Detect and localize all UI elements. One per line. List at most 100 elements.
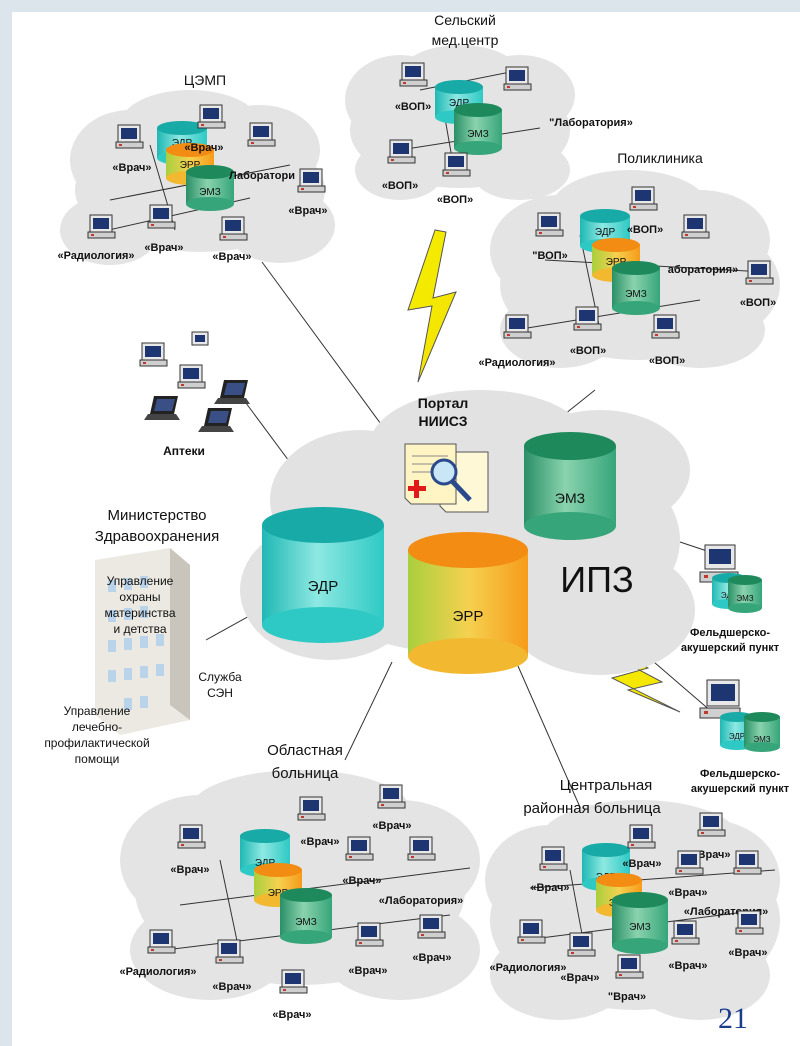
- pc-label: «ВОП»: [627, 224, 663, 236]
- pc-icon: [297, 796, 326, 821]
- document-search-icon: [404, 443, 489, 513]
- pc-label: «Врач»: [184, 142, 223, 154]
- pc-icon: [279, 969, 308, 994]
- fap-2: ЭДР ЭМЗ Фельдшерско- акушерский пункт: [691, 679, 790, 795]
- svg-text:охраны: охраны: [119, 590, 160, 604]
- pharmacies: Аптеки: [139, 331, 250, 458]
- svg-text:профилактической: профилактической: [44, 736, 149, 750]
- pc-icon: [675, 850, 704, 875]
- pc-icon: [573, 306, 602, 331]
- cluster-title-2: мед.центр: [432, 32, 499, 48]
- pc-icon: [215, 939, 244, 964]
- pc-label: «ВОП»: [437, 194, 473, 206]
- pc-label: «Врач»: [668, 960, 707, 972]
- pc-label: «Радиология»: [57, 250, 134, 262]
- building-icon: [95, 548, 190, 735]
- pc-icon: [139, 342, 168, 367]
- db-emz: ЭМЗ: [186, 165, 234, 211]
- pc-icon: [733, 850, 762, 875]
- svg-text:ЭМЗ: ЭМЗ: [753, 735, 770, 744]
- db-label: ЭДР: [308, 578, 338, 595]
- pc-icon: [147, 929, 176, 954]
- svg-text:ЭДР: ЭДР: [729, 732, 745, 741]
- laptop-icon: [214, 380, 250, 404]
- pc-icon: [442, 152, 471, 177]
- cluster-title-1: Областная: [267, 742, 343, 759]
- svg-text:ЭРР: ЭРР: [606, 257, 627, 268]
- pc-icon: [407, 836, 436, 861]
- pc-icon: [671, 920, 700, 945]
- pc-label: «Врач»: [728, 947, 767, 959]
- wireless-link-bolt: [407, 229, 457, 383]
- pc-label: "ВОП»: [532, 250, 567, 262]
- pc-icon: [503, 66, 532, 91]
- pc-label: «Радиология»: [119, 966, 196, 978]
- ipz-label: ИПЗ: [560, 559, 634, 600]
- cluster-cemp: ЦЭМП ЭДР ЭРР ЭМЗ «Врач» «Врач» Лаборатор…: [57, 72, 335, 265]
- svg-text:ЭДР: ЭДР: [255, 858, 276, 869]
- db-emz: ЭМЗ: [454, 103, 502, 155]
- pc-icon: [87, 214, 116, 239]
- page-number: 21: [718, 1002, 748, 1035]
- pc-label: Лаборатори: [229, 170, 295, 182]
- pharmacies-label: Аптеки: [163, 444, 205, 458]
- pc-icon: [177, 824, 206, 849]
- svg-text:Служба: Служба: [198, 670, 242, 684]
- db-emz: ЭМЗ: [728, 575, 762, 613]
- pc-label: «Врач»: [622, 858, 661, 870]
- pc-icon: [615, 954, 644, 979]
- fap-1: ЭДР ЭМЗ Фельдшерско- акушерский пункт: [681, 544, 780, 654]
- pc-label: «Врач»: [112, 162, 151, 174]
- ministry-title-2: Здравоохранения: [95, 528, 219, 545]
- svg-text:ЭМЗ: ЭМЗ: [295, 917, 317, 928]
- laptop-icon: [144, 396, 180, 420]
- db-emz: ЭМЗ: [612, 261, 660, 315]
- cluster-title-1: Сельский: [434, 12, 496, 28]
- pc-label: аборатория»: [668, 264, 738, 276]
- pc-label: «Врач»: [668, 887, 707, 899]
- db-label: ЭРР: [453, 608, 484, 625]
- svg-text:Управление: Управление: [64, 704, 131, 718]
- cluster-title-2: районная больница: [523, 800, 661, 817]
- pc-label: «Радиология»: [478, 357, 555, 369]
- pc-label: «ВОП»: [649, 355, 685, 367]
- pc-label: «Врач»: [212, 251, 251, 263]
- pc-icon: [247, 122, 276, 147]
- ministry-title-1: Министерство: [108, 507, 207, 524]
- laptop-icon: [198, 408, 234, 432]
- svg-text:ЭМЗ: ЭМЗ: [736, 594, 753, 603]
- pc-label: «ВОП»: [570, 345, 606, 357]
- pc-icon: [503, 314, 532, 339]
- portal-label-2: НИИСЗ: [419, 413, 468, 429]
- pc-icon: [697, 812, 726, 837]
- pc-label: «ВОП»: [395, 101, 431, 113]
- ministry: Министерство Здравоохранения Управление …: [44, 507, 242, 766]
- svg-text:ЭМЗ: ЭМЗ: [625, 289, 647, 300]
- svg-text:ЭДР: ЭДР: [595, 227, 616, 238]
- cluster-title: ЦЭМП: [184, 72, 226, 88]
- svg-text:материнства: материнства: [104, 606, 175, 620]
- pc-icon: [387, 139, 416, 164]
- cluster-rural: Сельский мед.центр ЭДР ЭМЗ «ВОП» "Лабора…: [345, 12, 633, 206]
- pc-icon: [197, 104, 226, 129]
- pc-icon: [417, 914, 446, 939]
- pc-label: «Радиология»: [489, 962, 566, 974]
- svg-text:лечебно-: лечебно-: [72, 720, 122, 734]
- pc-label: «Врач»: [170, 864, 209, 876]
- cluster-title-2: больница: [272, 765, 339, 782]
- pc-label: «Врач»: [342, 875, 381, 887]
- pc-icon: [735, 910, 764, 935]
- cluster-regional: Областная больница ЭДР ЭРР ЭМЗ «Врач» «В…: [119, 742, 480, 1021]
- pc-icon: [345, 836, 374, 861]
- svg-text:ЭРР: ЭРР: [180, 160, 201, 171]
- pc-icon: [355, 922, 384, 947]
- db-emz: ЭМЗ: [744, 712, 780, 752]
- pc-label: «Врач»: [372, 820, 411, 832]
- svg-text:ЭМЗ: ЭМЗ: [199, 187, 221, 198]
- pc-icon: [681, 214, 710, 239]
- pc-icon: [651, 314, 680, 339]
- pc-label: «Врач»: [412, 952, 451, 964]
- svg-text:Управление: Управление: [107, 574, 174, 588]
